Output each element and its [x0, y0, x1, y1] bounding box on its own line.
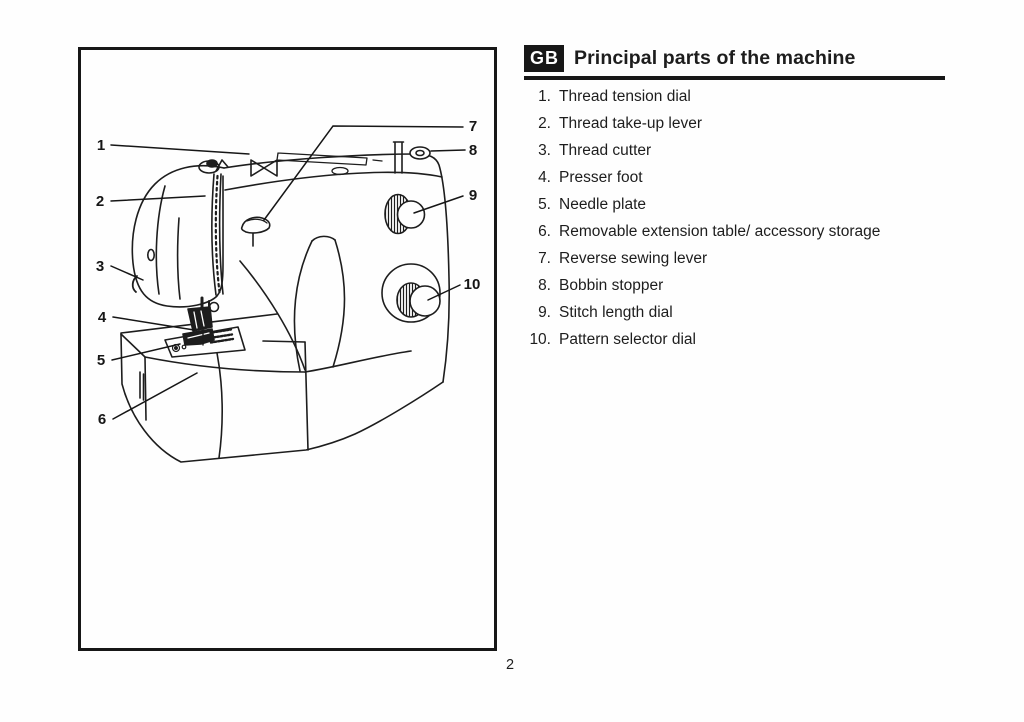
callout-5: 5 — [97, 352, 105, 369]
callout-7: 7 — [469, 118, 477, 135]
machine-drawing — [120, 141, 450, 463]
part-label: Needle plate — [559, 196, 647, 213]
callout-10: 10 — [464, 276, 481, 293]
part-number: 4. — [538, 169, 551, 186]
part-label: Reverse sewing lever — [559, 250, 708, 267]
leader-4 — [112, 316, 195, 331]
page-title: Principal parts of the machine — [574, 47, 856, 69]
leader-10 — [427, 284, 461, 301]
part-number: 5. — [538, 196, 551, 213]
part-label: Bobbin stopper — [559, 277, 664, 294]
callout-6: 6 — [98, 411, 106, 428]
leader-5 — [111, 343, 181, 361]
part-number: 2. — [538, 115, 551, 132]
part-label: Thread cutter — [559, 142, 652, 159]
diagram-panel: 1 2 3 4 5 6 7 8 9 10 — [78, 47, 497, 651]
parts-list-item: 6. Removable extension table/ accessory … — [524, 218, 948, 245]
callout-8: 8 — [469, 142, 477, 159]
callout-leader-lines — [110, 125, 466, 420]
callout-9: 9 — [469, 187, 477, 204]
parts-list-item: 1. Thread tension dial — [524, 83, 948, 110]
callout-4: 4 — [98, 309, 107, 326]
part-number: 9. — [538, 304, 551, 321]
parts-list-item: 2. Thread take-up lever — [524, 110, 948, 137]
part-label: Pattern selector dial — [559, 331, 696, 348]
parts-list: 1. Thread tension dial 2. Thread take-up… — [524, 83, 948, 353]
page-number: 2 — [505, 657, 515, 673]
parts-list-item: 8. Bobbin stopper — [524, 272, 948, 299]
language-badge: GB — [524, 45, 564, 72]
leader-3 — [110, 265, 144, 281]
part-number: 7. — [538, 250, 551, 267]
leader-1 — [110, 144, 250, 155]
part-number: 3. — [538, 142, 551, 159]
part-label: Stitch length dial — [559, 304, 673, 321]
leader-2 — [110, 195, 206, 202]
part-label: Thread take-up lever — [559, 115, 703, 132]
part-number: 6. — [538, 223, 551, 240]
part-number: 1. — [538, 88, 551, 105]
callout-3: 3 — [96, 258, 104, 275]
parts-list-item: 3. Thread cutter — [524, 137, 948, 164]
part-number: 8. — [538, 277, 551, 294]
parts-list-item: 4. Presser foot — [524, 164, 948, 191]
parts-list-item: 9. Stitch length dial — [524, 299, 948, 326]
callout-1: 1 — [97, 137, 105, 154]
title-underline — [524, 76, 945, 80]
leader-9 — [413, 195, 464, 214]
parts-list-item: 10. Pattern selector dial — [524, 326, 948, 353]
leader-8 — [430, 149, 466, 152]
callout-2: 2 — [96, 193, 104, 210]
part-label: Presser foot — [559, 169, 643, 186]
parts-list-item: 5. Needle plate — [524, 191, 948, 218]
part-number: 10. — [529, 331, 551, 348]
leader-6 — [112, 372, 198, 420]
callout-labels: 1 2 3 4 5 6 7 8 9 10 — [96, 118, 481, 428]
sewing-machine-illustration: 1 2 3 4 5 6 7 8 9 10 — [96, 118, 481, 463]
parts-list-item: 7. Reverse sewing lever — [524, 245, 948, 272]
leader-7 — [263, 125, 464, 221]
section-header: GB Principal parts of the machine — [524, 45, 948, 72]
part-label: Removable extension table/ accessory sto… — [559, 223, 881, 240]
part-label: Thread tension dial — [559, 88, 691, 105]
parts-section: GB Principal parts of the machine 1. Thr… — [524, 45, 948, 353]
